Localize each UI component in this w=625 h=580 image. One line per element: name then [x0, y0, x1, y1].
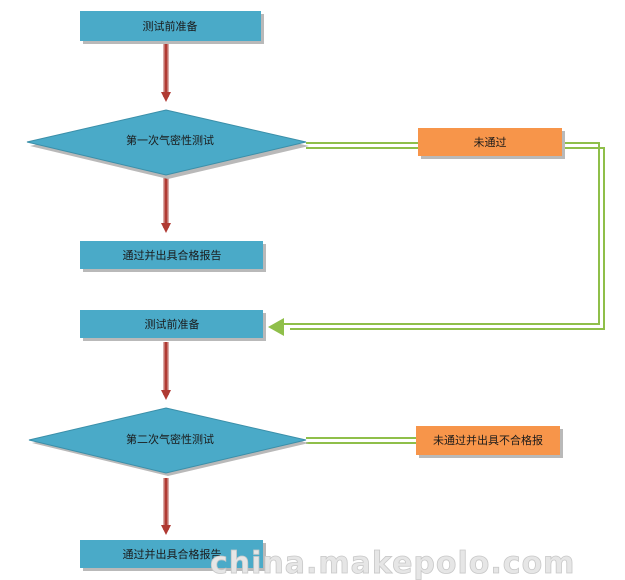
node-prep-1: 测试前准备 [80, 11, 264, 44]
node-test-1-label: 第一次气密性测试 [126, 133, 214, 147]
node-pass-2-label: 通过并出具合格报告 [123, 547, 222, 561]
node-prep-2: 测试前准备 [80, 310, 266, 341]
node-prep-1-label: 测试前准备 [143, 19, 198, 33]
node-pass-1-label: 通过并出具合格报告 [123, 248, 222, 262]
node-pass-1: 通过并出具合格报告 [80, 241, 266, 272]
node-test-1: 第一次气密性测试 [26, 109, 309, 179]
node-test-2-label: 第二次气密性测试 [126, 432, 214, 446]
node-fail-2-label: 未通过并出具不合格报 [433, 433, 543, 447]
connector-fail1-loop-to-prep2 [268, 142, 605, 336]
watermark-text: china.makepolo.com [210, 546, 575, 580]
node-test-2: 第二次气密性测试 [28, 407, 309, 476]
node-fail-1: 未通过 [418, 128, 565, 159]
connector-test2-to-fail2 [306, 437, 418, 444]
node-fail-2: 未通过并出具不合格报 [416, 426, 563, 458]
node-fail-1-label: 未通过 [474, 136, 507, 149]
node-pass-2: 通过并出具合格报告 [80, 540, 266, 571]
connector-test1-to-fail1 [306, 142, 418, 149]
node-prep-2-label: 测试前准备 [145, 317, 200, 331]
